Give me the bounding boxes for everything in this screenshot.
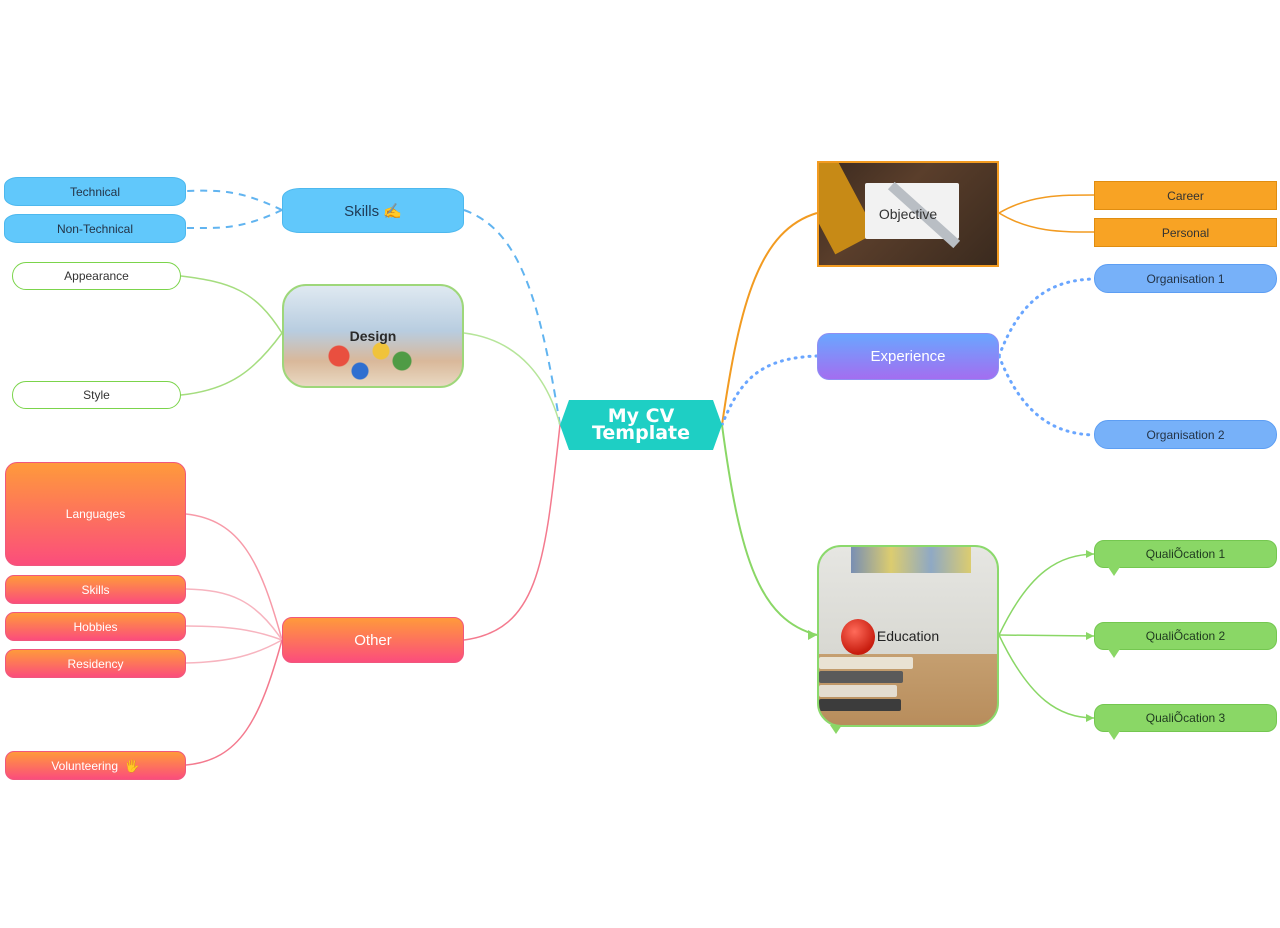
arrow-q2 [1086, 632, 1094, 640]
topic-skills-label: Skills ✍️ [344, 201, 402, 220]
book-image [819, 699, 901, 711]
design-image [304, 336, 444, 386]
link-other-skills [185, 588, 283, 641]
topic-design-label: Design [349, 328, 397, 344]
link-other-hobbies [185, 625, 283, 641]
book-image [819, 671, 903, 683]
subtopic-appearance[interactable]: Appearance [12, 262, 181, 290]
topic-education[interactable]: Education [817, 545, 999, 727]
link-experience-org1 [997, 277, 1096, 358]
link-design-style [180, 332, 283, 396]
link-central-education [721, 424, 818, 636]
central-topic-label: My CV Template [591, 405, 691, 444]
link-central-skills [463, 209, 561, 426]
subtopic-residency[interactable]: Residency [5, 649, 186, 678]
subtopic-volunteering[interactable]: Volunteering 🖐 [5, 751, 186, 780]
topic-experience[interactable]: Experience [817, 333, 999, 380]
link-education-q2 [998, 634, 1095, 637]
painting-image [851, 547, 971, 573]
topic-experience-label: Experience [870, 348, 946, 365]
subtopic-technical[interactable]: Technical [4, 177, 186, 206]
topic-objective-label: Objective [878, 206, 938, 222]
arrow-q3 [1086, 714, 1094, 722]
subtopic-qualification-1[interactable]: QualiÕcation 1 [1094, 540, 1277, 568]
subtopic-style[interactable]: Style [12, 381, 181, 409]
topic-skills[interactable]: Skills ✍️ [282, 188, 464, 233]
book-image [819, 657, 913, 669]
subtopic-languages[interactable]: Languages [5, 462, 186, 566]
link-experience-org2 [997, 354, 1096, 437]
bubble-tail [830, 725, 842, 734]
subtopic-qualification-3[interactable]: QualiÕcation 3 [1094, 704, 1277, 732]
bubble-tail [1108, 649, 1120, 658]
topic-other[interactable]: Other [282, 617, 464, 663]
subtopic-organisation-1[interactable]: Organisation 1 [1094, 264, 1277, 293]
book-image [819, 685, 897, 697]
raised-hand-icon: 🖐 [124, 758, 140, 773]
link-central-other [463, 424, 561, 641]
bubble-tail [1108, 567, 1120, 576]
link-skills-technical [185, 189, 283, 211]
link-design-appearance [180, 275, 283, 334]
link-education-q3 [998, 634, 1095, 719]
link-skills-nontechnical [185, 209, 283, 230]
subtopic-other-skills[interactable]: Skills [5, 575, 186, 604]
subtopic-non-technical[interactable]: Non-Technical [4, 214, 186, 243]
writing-hand-icon: ✍️ [383, 201, 402, 220]
subtopic-organisation-2[interactable]: Organisation 2 [1094, 420, 1277, 449]
subtopic-hobbies[interactable]: Hobbies [5, 612, 186, 641]
subtopic-qualification-2[interactable]: QualiÕcation 2 [1094, 622, 1277, 650]
topic-education-label: Education [876, 628, 940, 644]
link-other-languages [185, 513, 283, 641]
link-education-q1 [998, 553, 1095, 636]
subtopic-personal[interactable]: Personal [1094, 218, 1277, 247]
link-other-residency [185, 639, 283, 664]
arrow-q1 [1086, 550, 1094, 558]
link-other-volunteering [185, 639, 283, 766]
arrow-education [808, 630, 817, 640]
central-topic[interactable]: My CV Template [560, 400, 722, 450]
link-central-objective [721, 212, 818, 426]
topic-other-label: Other [354, 631, 392, 649]
link-objective-personal [998, 212, 1095, 233]
topic-objective[interactable]: Objective [817, 161, 999, 267]
subtopic-career[interactable]: Career [1094, 181, 1277, 210]
link-objective-career [998, 194, 1095, 214]
link-central-experience [720, 354, 819, 427]
apple-image [841, 619, 875, 655]
topic-design[interactable]: Design [282, 284, 464, 388]
bubble-tail [1108, 731, 1120, 740]
link-central-design [463, 332, 561, 426]
